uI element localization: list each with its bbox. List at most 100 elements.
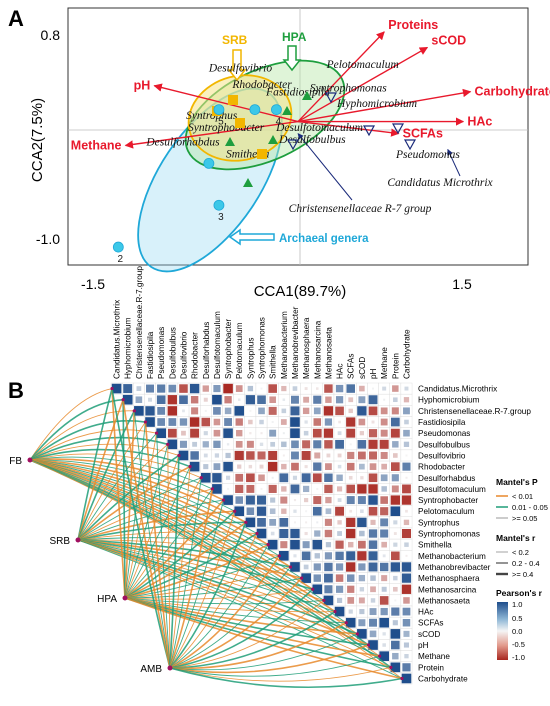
x-axis-label: CCA1(89.7%) bbox=[254, 283, 347, 300]
heatmap-cell bbox=[368, 506, 378, 516]
y-tick-min: -1.0 bbox=[36, 231, 60, 247]
heatmap-cell bbox=[234, 450, 244, 461]
env-vector-label: pH bbox=[134, 79, 151, 93]
heatmap-cell bbox=[301, 450, 311, 460]
heatmap-cell bbox=[380, 507, 389, 516]
panel-b-label: B bbox=[8, 378, 24, 403]
heatmap-cell bbox=[393, 532, 397, 535]
row-label: Rhodobacter bbox=[418, 463, 465, 472]
heatmap-cell bbox=[402, 618, 411, 627]
heatmap-cell bbox=[324, 552, 332, 560]
mantel-link bbox=[111, 388, 126, 599]
group-node-label: FB bbox=[9, 456, 22, 467]
mantel-link bbox=[156, 433, 171, 669]
heatmap-cell bbox=[402, 607, 411, 616]
mantel-link bbox=[169, 655, 380, 677]
heatmap-cell bbox=[302, 440, 311, 449]
heatmap-cell bbox=[401, 573, 412, 583]
mantel-link bbox=[29, 436, 168, 461]
mantel-link bbox=[124, 466, 191, 599]
heatmap-cell bbox=[380, 518, 389, 527]
mantel-link bbox=[77, 537, 269, 546]
env-vector-label: SCFAs bbox=[403, 127, 443, 141]
heatmap-cell bbox=[380, 407, 388, 415]
heatmap-cell bbox=[280, 496, 288, 504]
fb-marker bbox=[403, 139, 417, 151]
heatmap-cell bbox=[312, 584, 323, 595]
heatmap-cell bbox=[379, 617, 389, 628]
mantel-link bbox=[169, 644, 369, 674]
row-label: Protein bbox=[418, 663, 444, 672]
heatmap-cell bbox=[370, 586, 376, 593]
heatmap-cell bbox=[182, 409, 185, 413]
group-node bbox=[167, 665, 173, 671]
heatmap-cell bbox=[348, 541, 354, 548]
hpa-group-label: HPA bbox=[282, 30, 307, 72]
column-label: Methanosaeta bbox=[324, 327, 333, 379]
heatmap-cell bbox=[325, 542, 332, 548]
heatmap-cell bbox=[360, 476, 364, 480]
heatmap-cell bbox=[293, 499, 297, 502]
mantel-link bbox=[169, 455, 180, 669]
link-endpoint bbox=[132, 409, 136, 413]
heatmap-cell bbox=[323, 406, 334, 416]
srb-marker bbox=[228, 95, 238, 105]
row-label: Desulfovibrio bbox=[418, 451, 466, 460]
genus-label: Desulfobulbus bbox=[278, 134, 346, 146]
heatmap-cell bbox=[393, 575, 398, 581]
mantel-link bbox=[169, 600, 325, 669]
heatmap-cell bbox=[314, 553, 320, 559]
heatmap-cell bbox=[326, 453, 331, 458]
link-endpoint bbox=[222, 498, 225, 502]
heatmap-cell bbox=[335, 396, 344, 404]
sample-label: 2 bbox=[118, 254, 124, 265]
heatmap-cell bbox=[324, 573, 333, 583]
heatmap-cell bbox=[324, 418, 333, 426]
sample-point bbox=[112, 241, 124, 253]
genus-label: Syntrophobacter bbox=[188, 122, 265, 134]
heatmap-cell bbox=[189, 417, 200, 427]
mantel-link bbox=[29, 443, 180, 461]
sample-point bbox=[203, 157, 215, 169]
mantel-link bbox=[77, 499, 224, 541]
sample-point bbox=[271, 104, 282, 116]
heatmap-cell bbox=[382, 386, 387, 391]
mantel-link bbox=[169, 522, 247, 669]
heatmap-cell bbox=[212, 473, 222, 483]
heatmap-cell bbox=[259, 442, 264, 447]
heatmap-cell bbox=[357, 629, 367, 639]
heatmap-cell bbox=[405, 476, 408, 479]
heatmap-cell bbox=[390, 562, 400, 572]
heatmap-cells bbox=[110, 382, 413, 685]
column-label: Desulfovibrio bbox=[179, 331, 188, 379]
heatmap-cell bbox=[267, 539, 278, 550]
heatmap-cell bbox=[190, 396, 199, 404]
heatmap-cell bbox=[123, 384, 133, 394]
row-label: pH bbox=[418, 641, 429, 650]
heatmap-cell bbox=[246, 451, 255, 460]
heatmap-cell bbox=[359, 463, 365, 470]
row-label: Syntrophobacter bbox=[418, 496, 478, 505]
row-label: SCFAs bbox=[418, 619, 443, 628]
heatmap-cell bbox=[292, 386, 298, 391]
heatmap-cell bbox=[281, 441, 287, 448]
heatmap-cell bbox=[301, 473, 311, 483]
heatmap-cell bbox=[345, 617, 356, 628]
heatmap-cell bbox=[281, 385, 287, 392]
heatmap-cell bbox=[368, 484, 378, 494]
heatmap-cell bbox=[269, 429, 277, 437]
mantel-link bbox=[169, 610, 336, 669]
heatmap-cell bbox=[347, 597, 355, 604]
link-endpoint bbox=[199, 476, 203, 480]
heatmap-cell bbox=[404, 419, 409, 425]
heatmap-cell bbox=[346, 428, 356, 438]
mantel-p-title: Mantel's P bbox=[496, 477, 538, 487]
hpa-label: HPA bbox=[282, 30, 307, 44]
heatmap-cell bbox=[305, 521, 308, 524]
heatmap-cell bbox=[303, 430, 309, 436]
heatmap-cell bbox=[337, 597, 343, 603]
heatmap-cell bbox=[335, 563, 344, 571]
genus-label: Syntrophomonas bbox=[310, 83, 387, 95]
link-endpoint bbox=[311, 587, 315, 591]
